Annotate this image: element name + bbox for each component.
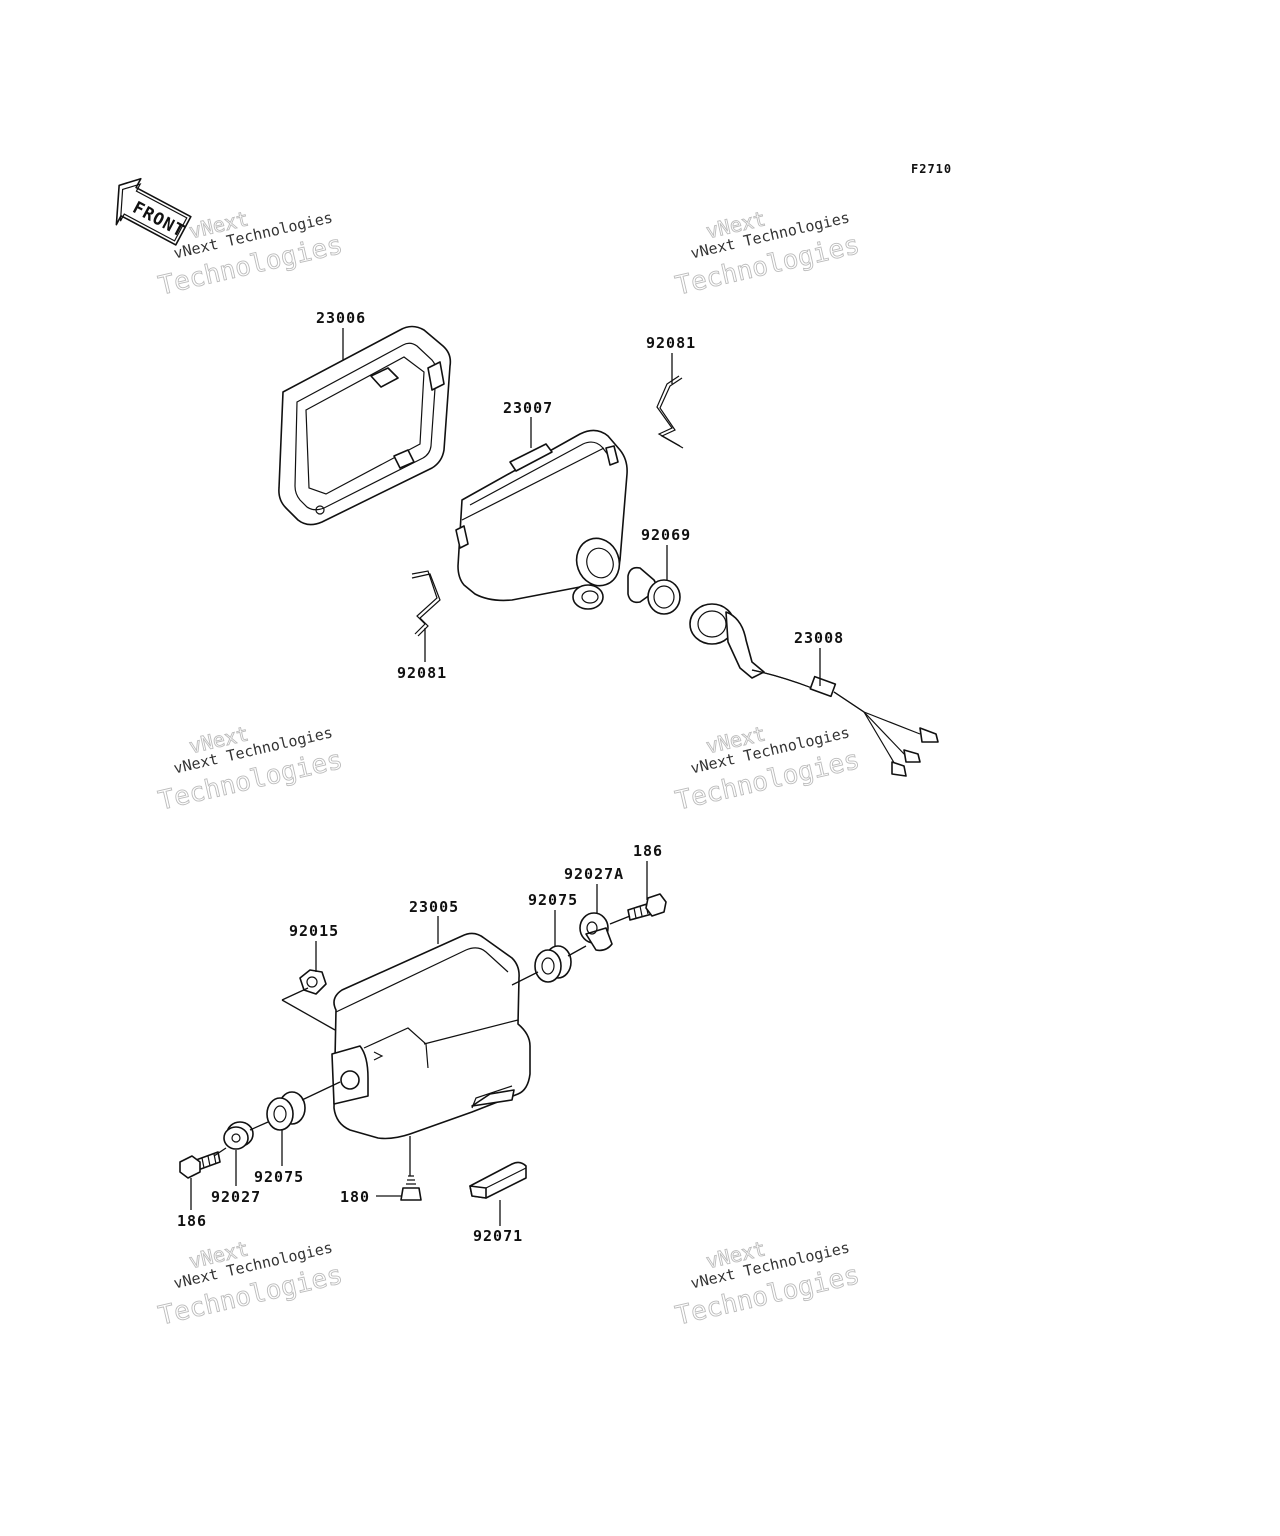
leader-lines	[190, 328, 821, 1226]
callout-23005: 23005	[409, 898, 459, 916]
bolt-186-bottom-part	[179, 1151, 221, 1179]
callout-92081-bottom: 92081	[397, 664, 447, 682]
callout-92069: 92069	[641, 526, 691, 544]
figure-code: F2710	[911, 162, 952, 176]
callout-180: 180	[340, 1188, 370, 1206]
bulb-part	[627, 566, 681, 615]
callout-92015: 92015	[289, 922, 339, 940]
collar-92027A-part	[579, 912, 613, 952]
callout-92027A: 92027A	[564, 865, 624, 883]
spring-clip-top-part	[656, 375, 684, 449]
headlight-rim-part	[278, 325, 452, 526]
callout-92075-bottom: 92075	[254, 1168, 304, 1186]
bolt-180-part	[400, 1175, 422, 1201]
callout-23008: 23008	[794, 629, 844, 647]
reflector-92071-part	[469, 1161, 527, 1199]
headlight-cover-part	[331, 932, 531, 1140]
callout-186-top: 186	[633, 842, 663, 860]
callout-23006: 23006	[316, 309, 366, 327]
callout-92027: 92027	[211, 1188, 261, 1206]
grommet-92075-top-part	[534, 945, 572, 983]
collar-92027-part	[223, 1121, 254, 1150]
spring-clip-bottom-part	[411, 570, 441, 637]
grommet-92075-bottom-part	[266, 1091, 306, 1131]
socket-harness-part	[689, 603, 939, 777]
callout-labels: 23006 23007 92081 92069 23008 92081 186 …	[177, 309, 844, 1245]
callout-92075-top: 92075	[528, 891, 578, 909]
callout-186-bottom: 186	[177, 1212, 207, 1230]
headlight-body-part	[455, 429, 628, 610]
callout-92081-top: 92081	[646, 334, 696, 352]
callout-23007: 23007	[503, 399, 553, 417]
callout-92071: 92071	[473, 1227, 523, 1245]
